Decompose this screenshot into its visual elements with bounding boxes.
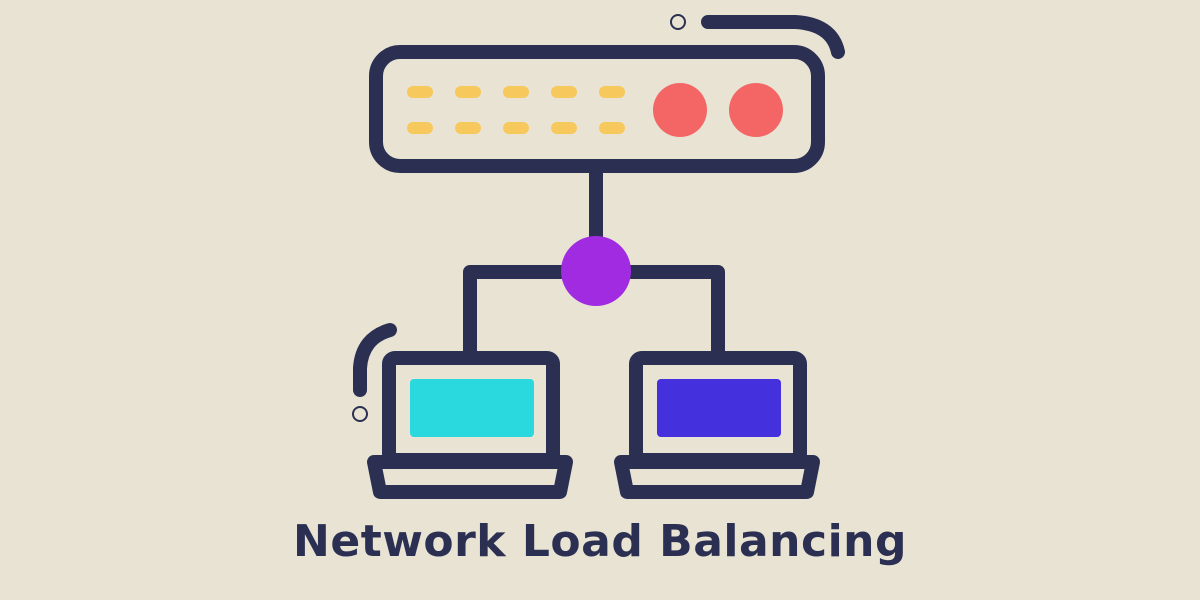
page-title: Network Load Balancing [293, 516, 907, 567]
switch-led-indicators [407, 86, 625, 134]
right-laptop-base [614, 455, 820, 499]
right-laptop-screen [657, 379, 781, 437]
left-laptop-screen [410, 379, 534, 437]
status-light-2 [729, 83, 783, 137]
decorative-arc-left [352, 323, 397, 422]
left-laptop-base [367, 455, 573, 499]
right-branch-line [589, 265, 725, 365]
left-laptop-icon [367, 351, 573, 499]
status-light-1 [653, 83, 707, 137]
load-balancer-node-icon [561, 236, 631, 306]
right-laptop-icon [614, 351, 820, 499]
switch-status-lights [653, 83, 783, 137]
left-branch-line [463, 265, 603, 365]
decorative-swoosh-top-right [670, 14, 845, 59]
